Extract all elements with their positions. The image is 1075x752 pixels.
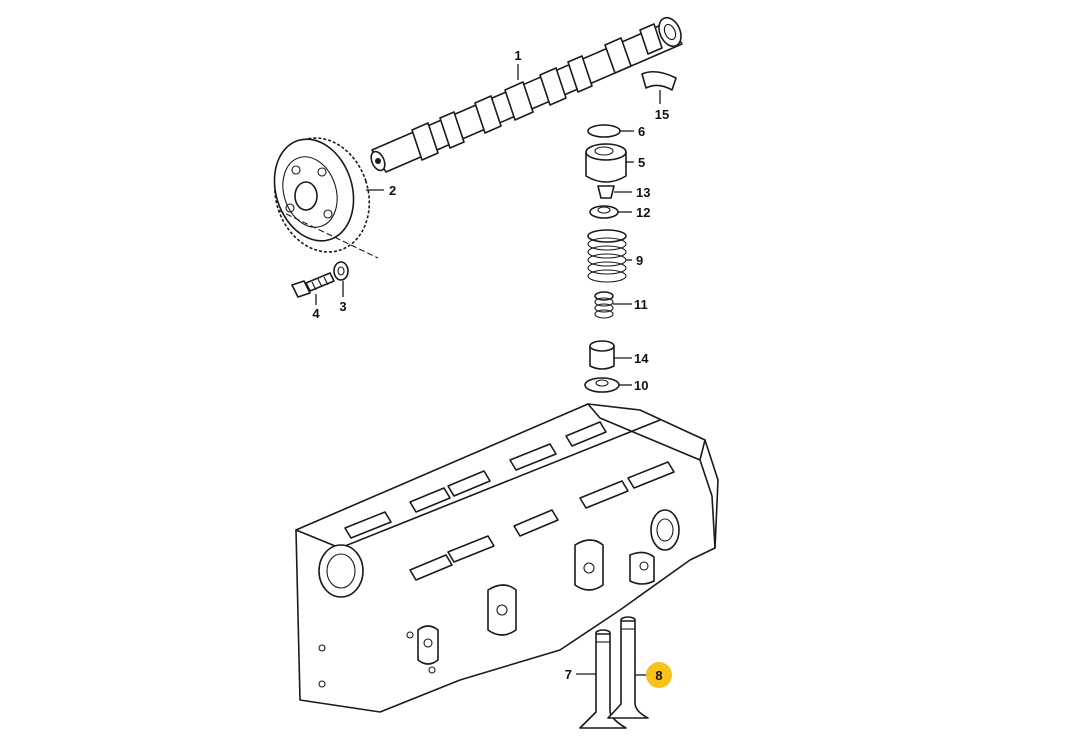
callout-label-1: 1 (514, 48, 521, 63)
callout-label-15: 15 (655, 107, 669, 122)
callout-label-5: 5 (638, 155, 645, 170)
callout-12[interactable]: 12 (618, 205, 650, 220)
inner-valve-spring (594, 291, 614, 319)
callout-11[interactable]: 11 (613, 297, 648, 312)
callout-label-10: 10 (634, 378, 648, 393)
callout-label-4: 4 (312, 306, 320, 321)
callout-7[interactable]: 7 (565, 667, 596, 682)
lower-spring-seat (584, 377, 620, 393)
callout-14[interactable]: 14 (614, 351, 649, 366)
callout-9[interactable]: 9 (626, 253, 643, 268)
callout-label-6: 6 (638, 124, 645, 139)
callout-1[interactable]: 1 (514, 48, 522, 80)
callout-2[interactable]: 2 (366, 183, 396, 198)
camshaft (370, 16, 683, 173)
callout-label-13: 13 (636, 185, 650, 200)
outer-valve-spring (587, 229, 627, 283)
camshaft-sprocket (273, 137, 379, 259)
callout-label-9: 9 (636, 253, 643, 268)
callout-8[interactable]: 8 (635, 662, 672, 688)
callout-label-3: 3 (339, 299, 346, 314)
callout-label-8: 8 (655, 668, 662, 683)
intake-valve (579, 629, 627, 729)
callout-10[interactable]: 10 (619, 378, 648, 393)
callout-3[interactable]: 3 (339, 281, 347, 314)
callout-4[interactable]: 4 (312, 294, 320, 321)
callout-label-11: 11 (634, 297, 648, 312)
callout-15[interactable]: 15 (655, 90, 669, 122)
valve-cotters (597, 185, 615, 199)
sprocket-bolt (291, 272, 335, 298)
bearing-shell (641, 70, 677, 91)
cylinder-head (295, 403, 719, 713)
exhaust-valve (607, 616, 649, 719)
callout-5[interactable]: 5 (626, 155, 645, 170)
sprocket-washer (333, 261, 349, 281)
callout-highlight (646, 662, 672, 688)
bucket-tappet (585, 143, 627, 183)
callout-label-7: 7 (565, 667, 572, 682)
callout-label-12: 12 (636, 205, 650, 220)
callout-6[interactable]: 6 (620, 124, 645, 139)
valve-stem-seal (589, 340, 615, 370)
callout-13[interactable]: 13 (614, 185, 650, 200)
callout-label-14: 14 (634, 351, 649, 366)
callout-label-2: 2 (389, 183, 396, 198)
upper-spring-seat (589, 205, 619, 219)
shim (587, 124, 621, 138)
